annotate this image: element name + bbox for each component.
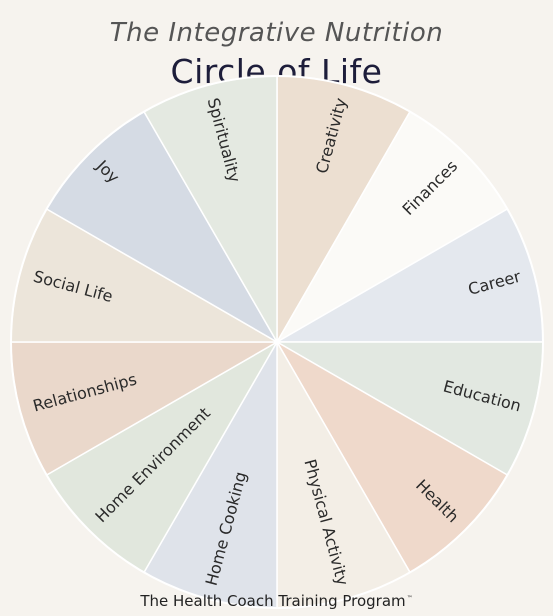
program-footer: The Health Coach Training Program™ xyxy=(0,592,553,610)
trademark-mark: ™ xyxy=(406,595,413,602)
wheel-rim xyxy=(10,75,544,609)
footer-text: The Health Coach Training Program xyxy=(140,592,406,610)
wheel-slices xyxy=(10,75,544,609)
subtitle: The Integrative Nutrition xyxy=(109,18,444,48)
